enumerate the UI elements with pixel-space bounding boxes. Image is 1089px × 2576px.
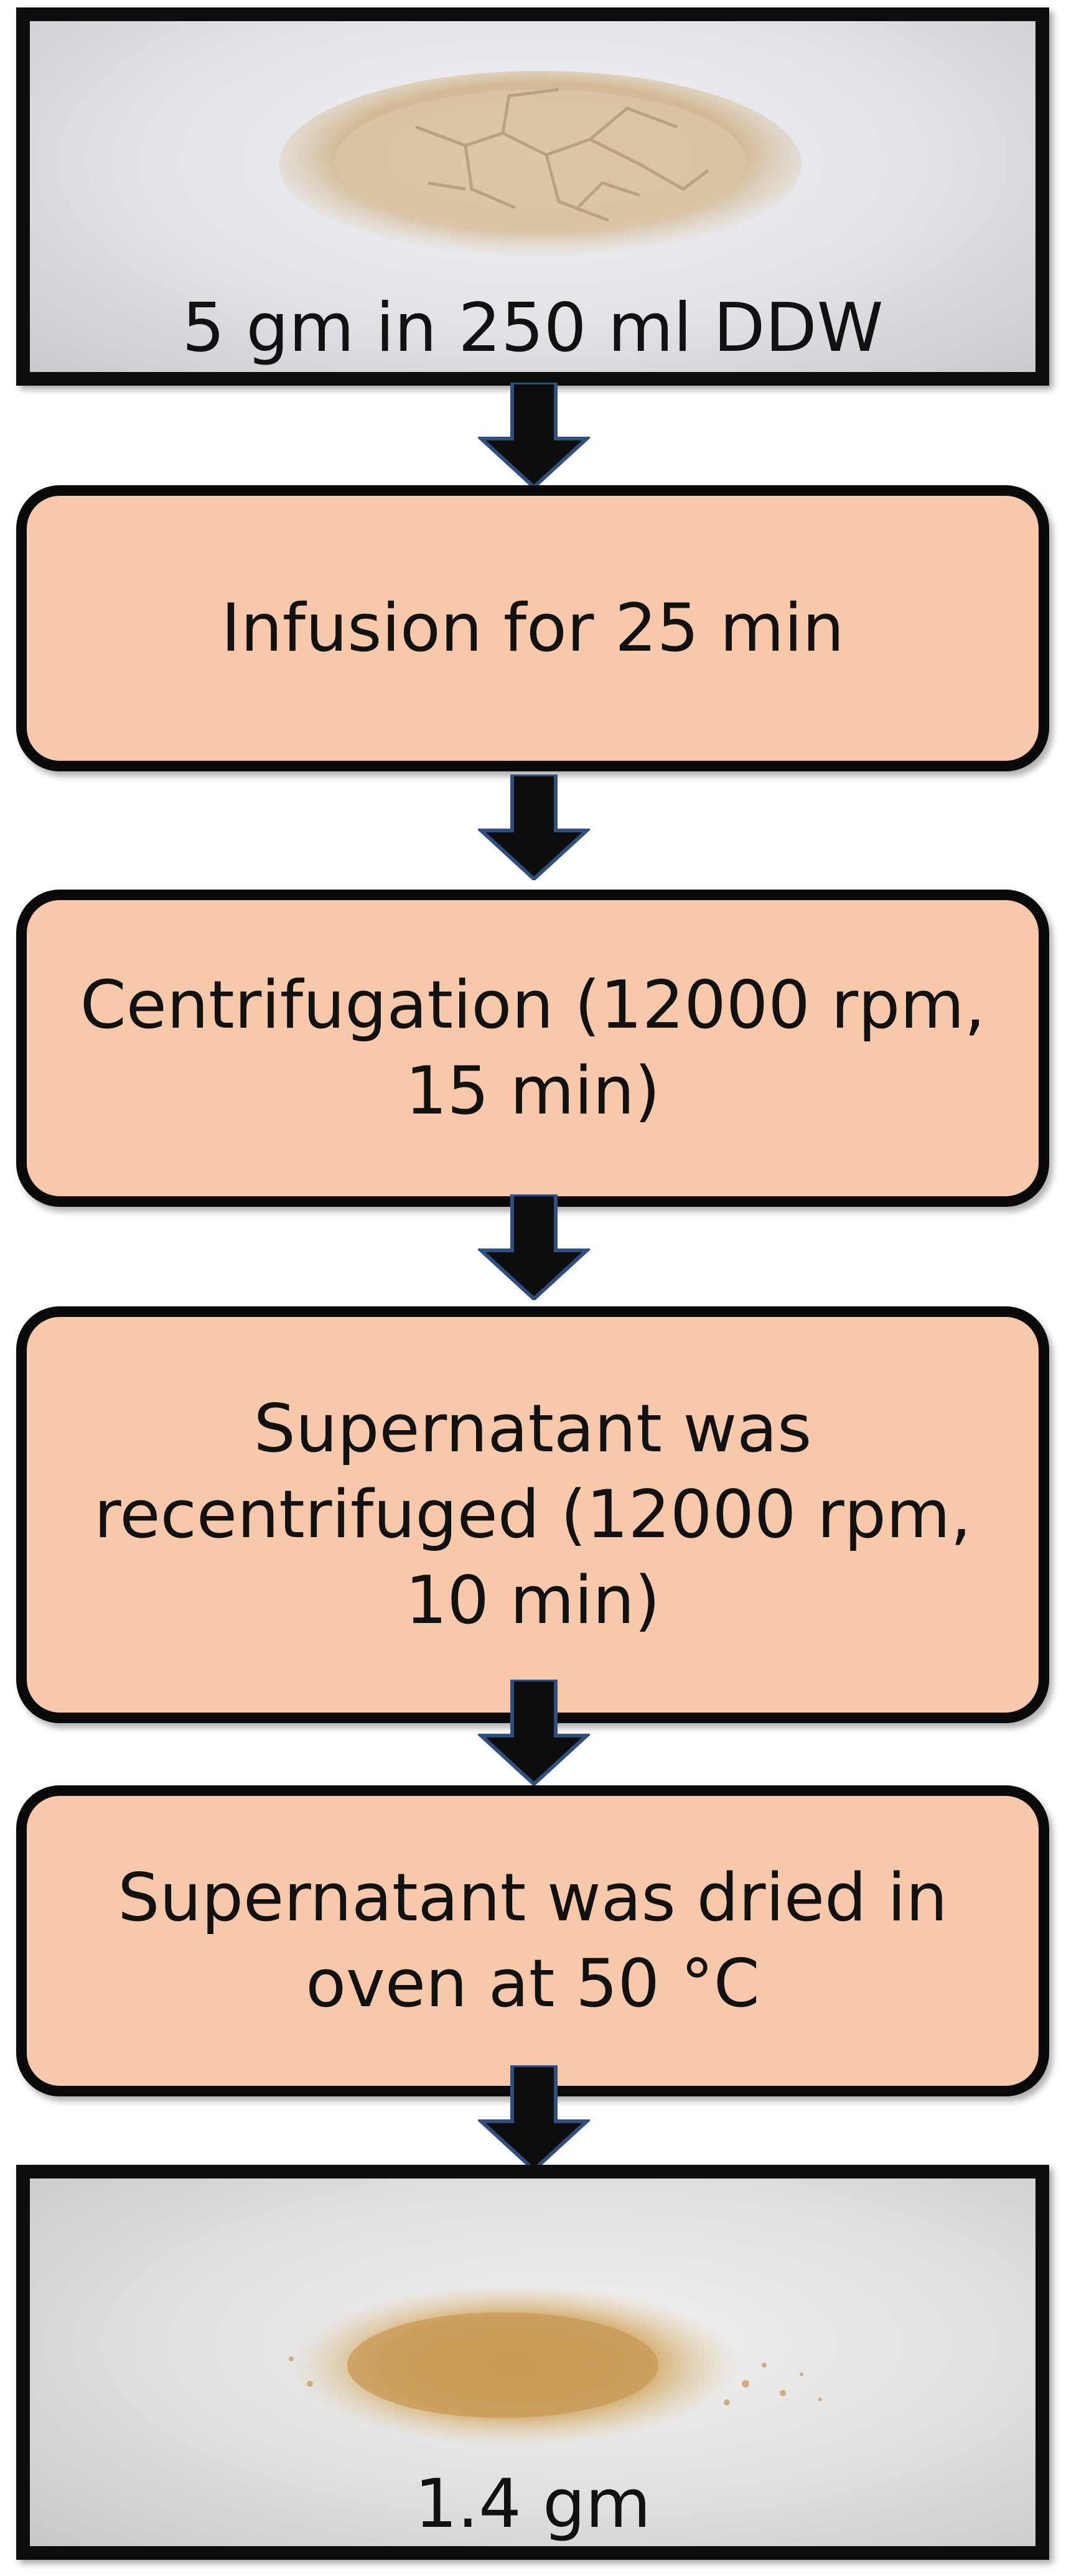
dried-product-pile-image [289,2284,822,2446]
step-label: Infusion for 25 min [221,590,844,667]
step-label: Supernatant was recentrifuged (12000 rpm… [94,1390,971,1639]
down-arrow-icon [478,2065,590,2171]
raw-powder-photo: 5 gm in 250 ml DDW [16,7,1049,386]
raw-powder-pile-image [279,71,802,258]
final-yield-caption: 1.4 gm [414,2465,651,2543]
dried-product-photo: 1.4 gm [16,2165,1049,2560]
down-arrow-icon [478,383,590,488]
down-arrow-icon [478,1680,590,1785]
step-label: Supernatant was dried in oven at 50 °C [118,1859,948,2022]
down-arrow-icon [478,774,590,880]
step-label: Centrifugation (12000 rpm, 15 min) [80,967,986,1129]
down-arrow-icon [478,1194,590,1300]
step-drying: Supernatant was dried in oven at 50 °C [16,1785,1049,2096]
step-recentrifugation: Supernatant was recentrifuged (12000 rpm… [16,1306,1049,1723]
start-amount-caption: 5 gm in 250 ml DDW [182,289,884,367]
step-centrifugation: Centrifugation (12000 rpm, 15 min) [16,890,1049,1207]
step-infusion: Infusion for 25 min [16,485,1049,771]
